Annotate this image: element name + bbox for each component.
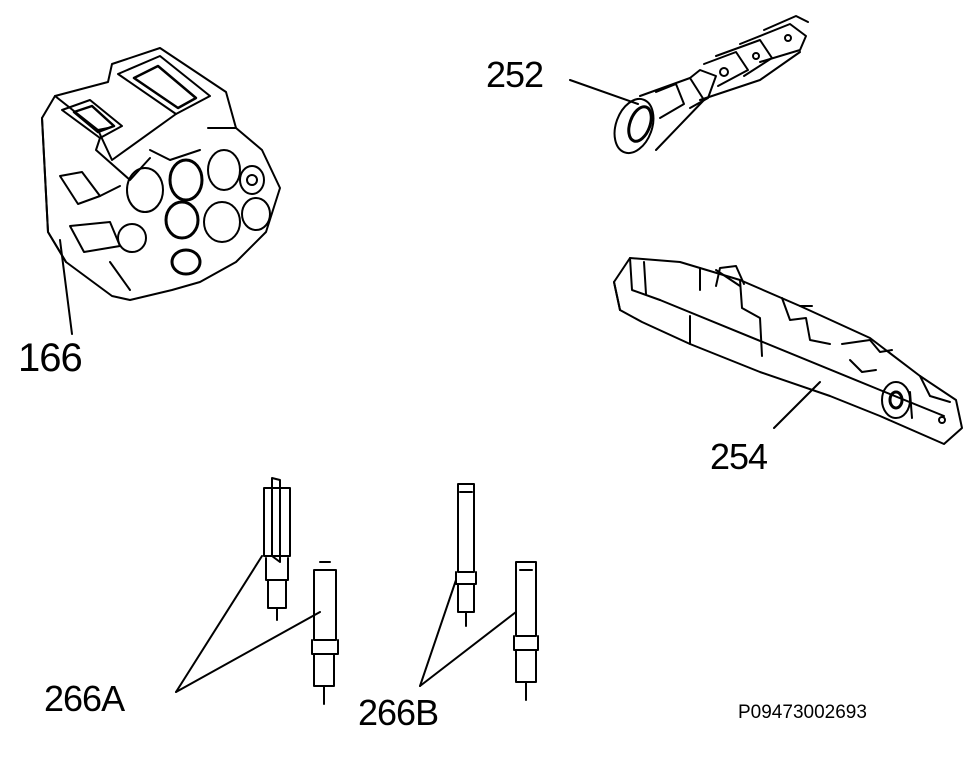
callout-166: 166 bbox=[18, 336, 83, 380]
leaders-266a bbox=[176, 556, 320, 692]
plug-266a-right bbox=[312, 562, 338, 704]
callout-252: 252 bbox=[486, 54, 544, 95]
plug-266b-right bbox=[514, 562, 538, 700]
connector-166-illustration bbox=[42, 48, 280, 334]
callout-254: 254 bbox=[710, 436, 768, 477]
leaders-266b bbox=[420, 580, 516, 686]
terminal-252-illustration bbox=[570, 16, 808, 158]
connector-254-illustration bbox=[614, 258, 962, 444]
plug-266b-left bbox=[456, 484, 476, 626]
callout-266a: 266A bbox=[44, 678, 125, 719]
reference-code: P09473002693 bbox=[738, 702, 867, 723]
plug-266a-left bbox=[264, 478, 290, 620]
callout-266b: 266B bbox=[358, 692, 439, 733]
